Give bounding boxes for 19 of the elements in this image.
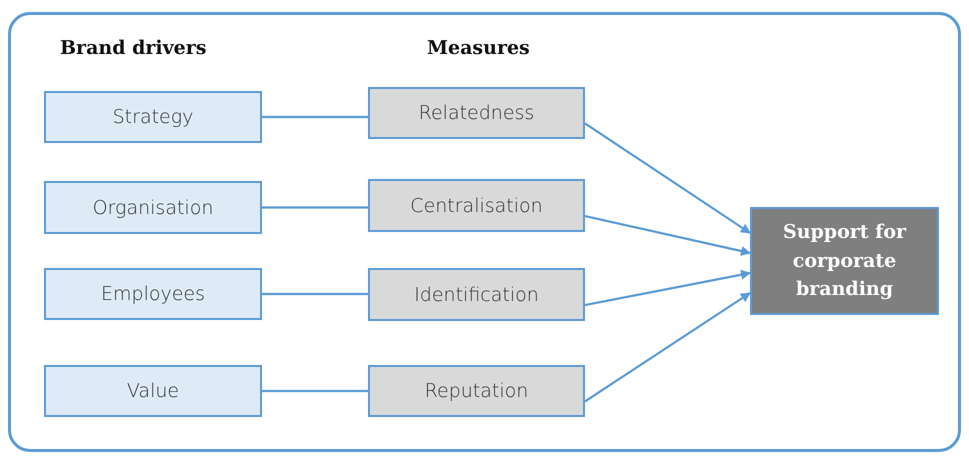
connector-line xyxy=(262,390,368,392)
column-heading: Measures xyxy=(427,37,530,59)
connector-line xyxy=(262,206,368,209)
driver-box: Employees xyxy=(44,268,262,320)
connector-line xyxy=(262,292,368,296)
arrow xyxy=(584,215,751,256)
arrow xyxy=(584,122,751,234)
driver-box: Strategy xyxy=(44,91,262,143)
measure-box: Identification xyxy=(368,268,585,321)
measure-box: Centralisation xyxy=(368,179,585,232)
connector-line xyxy=(262,116,368,118)
measure-box: Reputation xyxy=(368,365,585,417)
arrow xyxy=(584,270,751,306)
driver-box: Organisation xyxy=(44,181,262,234)
column-heading: Brand drivers xyxy=(60,37,206,59)
driver-box: Value xyxy=(44,365,262,417)
arrow xyxy=(584,292,751,402)
outcome-box: Support for corporate branding xyxy=(750,207,939,315)
measure-box: Relatedness xyxy=(368,87,585,139)
